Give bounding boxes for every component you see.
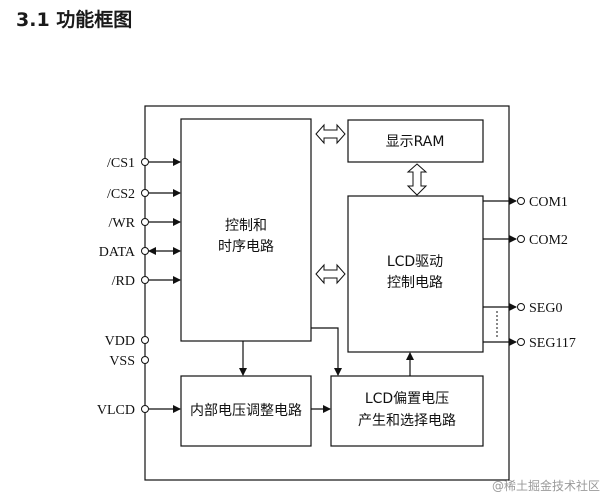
pin-wr-label: /WR — [109, 216, 136, 231]
pin-seg117-label: SEG117 — [529, 336, 576, 351]
pin-vdd-label: VDD — [105, 334, 135, 349]
pin-vlcd-label: VLCD — [97, 403, 135, 418]
bias-block — [330, 375, 484, 447]
bias-label-line1: LCD偏置电压 — [365, 391, 449, 407]
lcd-driver-label-line2: 控制电路 — [387, 275, 443, 291]
bias-label-line2: 产生和选择电路 — [358, 413, 456, 429]
lcd-driver-block — [347, 195, 484, 353]
regulator-block — [180, 375, 312, 447]
display-ram-label: 显示RAM — [386, 134, 445, 150]
pin-com1-label: COM1 — [529, 195, 568, 210]
control-logic-label-line1: 控制和 — [225, 218, 267, 234]
lcd-driver-label-line1: LCD驱动 — [387, 254, 443, 270]
display-ram-block — [347, 119, 484, 163]
watermark: @稀土掘金技术社区 — [491, 479, 600, 493]
pin-rd-label: /RD — [112, 274, 135, 289]
pin-seg0-label: SEG0 — [529, 301, 562, 316]
control-logic-block — [180, 118, 312, 342]
pin-com2-label: COM2 — [529, 233, 568, 248]
pin-vss-label: VSS — [109, 354, 135, 369]
pin-data-label: DATA — [99, 245, 136, 260]
control-logic-label-line2: 时序电路 — [218, 239, 274, 255]
regulator-label: 内部电压调整电路 — [190, 403, 302, 419]
chip-outline — [144, 105, 510, 481]
pin-cs1-label: /CS1 — [107, 156, 135, 171]
section-heading: 3.1 功能框图 — [16, 9, 133, 31]
pin-cs2-label: /CS2 — [107, 187, 135, 202]
